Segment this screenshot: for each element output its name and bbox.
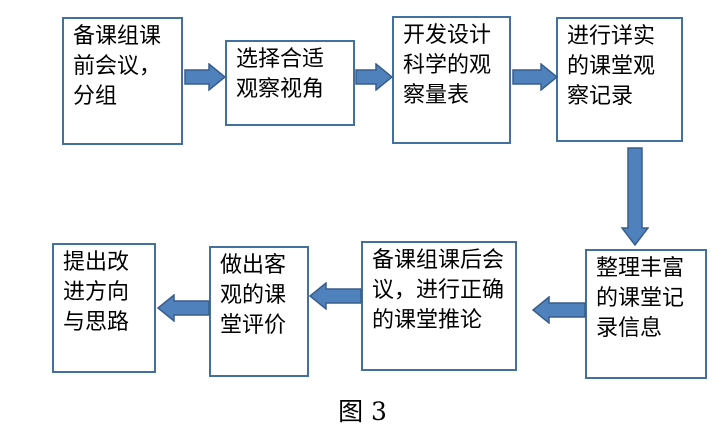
step-5-organize-records-box: 整理丰富 的课堂记 录信息 (585, 249, 707, 379)
step-3-design-scale-box: 开发设计 科学的观 察量表 (392, 16, 511, 144)
step-4-observation-record-box: 进行详实 的课堂观 察记录 (556, 17, 683, 142)
figure-caption: 图 3 (338, 397, 387, 426)
arrow-left-7-to-8 (157, 294, 210, 322)
step-2-choose-perspective-box: 选择合适 观察视角 (225, 40, 355, 126)
step-1-prep-meeting-box: 备课组课 前会议， 分组 (62, 17, 183, 145)
step-6-post-meeting-box: 备课组课后会 议，进行正确 的课堂推论 (361, 241, 517, 371)
arrow-down-4-to-5 (621, 147, 649, 246)
step-8-improvement-box: 提出改 进方向 与思路 (52, 243, 156, 373)
arrow-right-1-to-2 (184, 63, 226, 91)
arrow-right-2-to-3 (355, 63, 393, 91)
step-7-objective-evaluation-box: 做出客 观的课 堂评价 (209, 246, 309, 377)
arrow-left-6-to-7 (309, 282, 362, 310)
arrow-left-5-to-6 (532, 296, 586, 324)
arrow-right-3-to-4 (512, 63, 558, 91)
